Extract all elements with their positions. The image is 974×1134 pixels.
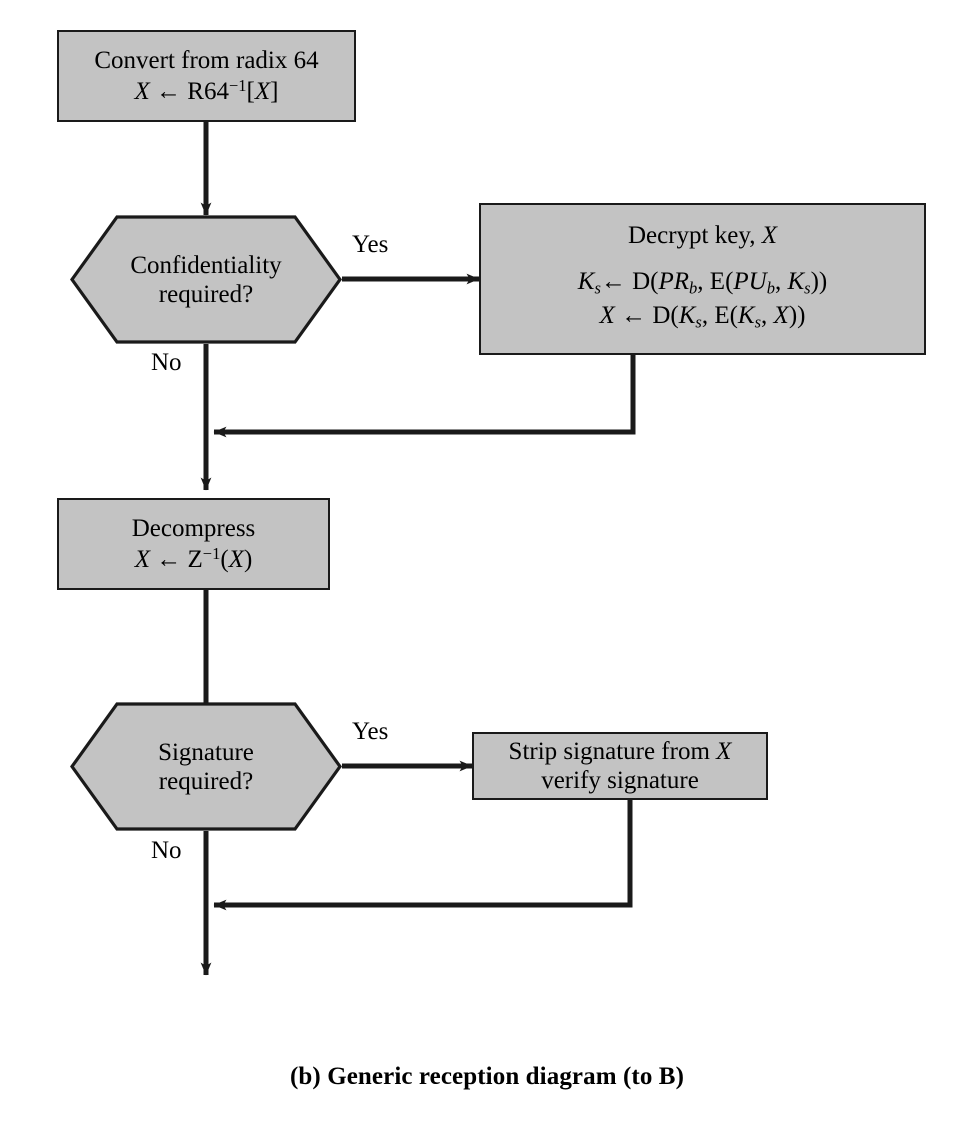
node-convert-from-radix-64[interactable]: Convert from radix 64 X ← R64−1[X]	[57, 30, 356, 122]
node-decompress[interactable]: Decompress X ← Z−1(X)	[57, 498, 330, 590]
edge-strip-signature-return-merge	[213, 800, 633, 911]
signature-line2: required?	[158, 767, 254, 795]
hexagon-shape	[70, 215, 342, 344]
node-decrypt-key[interactable]: Decrypt key, X Ks← D(PRb, E(PUb, Ks)) X …	[479, 203, 926, 355]
figure-caption: (b) Generic reception diagram (to B)	[289, 1063, 685, 1090]
label-confidentiality-yes: Yes	[352, 231, 389, 258]
hexagon-shape	[70, 702, 342, 831]
decrypt-equation-1: Ks← D(PRb, E(PUb, Ks))	[577, 267, 828, 298]
decompress-formula: X ← Z−1(X)	[134, 543, 253, 573]
decrypt-equation-2: X ← D(Ks, E(Ks, X))	[599, 301, 806, 332]
decompress-title: Decompress	[131, 515, 256, 543]
decrypt-title: Decrypt key, X	[627, 222, 778, 249]
confidentiality-line2: required?	[158, 280, 254, 308]
label-signature-no: No	[151, 837, 182, 864]
node-confidentiality-required[interactable]: Confidentiality required?	[70, 215, 342, 344]
signature-line1: Signature	[158, 738, 254, 766]
label-confidentiality-no: No	[151, 349, 182, 376]
strip-signature-line1: Strip signature from X	[508, 737, 732, 765]
node-strip-signature[interactable]: Strip signature from X verify signature	[472, 732, 768, 800]
edge-decrypt-return-merge	[213, 355, 636, 438]
convert-title: Convert from radix 64	[94, 47, 319, 75]
convert-formula: X ← R64−1[X]	[134, 75, 279, 105]
confidentiality-line1: Confidentiality	[130, 251, 282, 279]
label-signature-yes: Yes	[352, 718, 389, 745]
node-signature-required[interactable]: Signature required?	[70, 702, 342, 831]
strip-signature-line2: verify signature	[541, 767, 699, 794]
